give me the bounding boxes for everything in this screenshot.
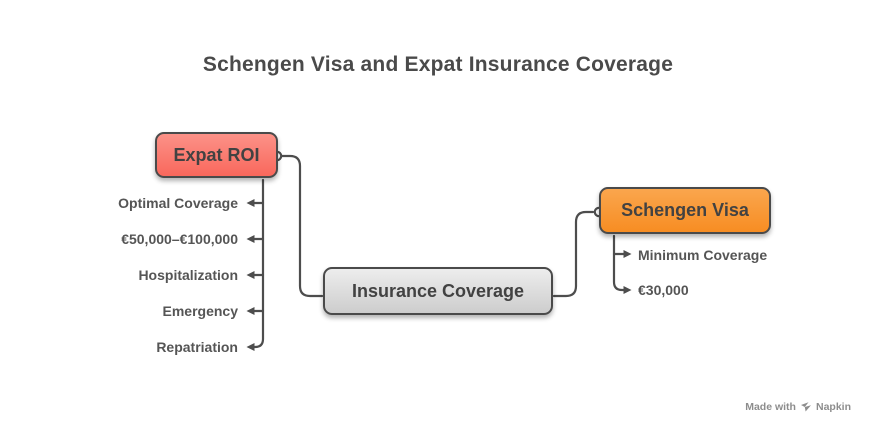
node-schengen-visa[interactable]: Schengen Visa <box>599 187 771 234</box>
node-insurance-coverage-label: Insurance Coverage <box>351 280 525 301</box>
edge-insurance-to-schengen <box>552 210 595 298</box>
edge-expat-children-spine <box>253 178 265 349</box>
edge-schengen-children-spine <box>612 234 625 292</box>
arrowhead-repatriation <box>246 343 255 351</box>
napkin-watermark[interactable]: Made with Napkin <box>745 401 851 413</box>
node-schengen-visa-label: Schengen Visa <box>621 200 749 220</box>
edge-expat-to-insurance <box>279 154 324 298</box>
arrowhead-amount-range <box>246 235 255 243</box>
leaf-emergency: Emergency <box>162 303 238 319</box>
diagram-title: Schengen Visa and Expat Insurance Covera… <box>202 53 674 76</box>
leaf-minimum-coverage: Minimum Coverage <box>638 247 768 263</box>
leaf-optimal-coverage: Optimal Coverage <box>118 195 238 211</box>
arrowhead-optimal-coverage <box>246 199 255 207</box>
arrowhead-hospitalization <box>246 271 255 279</box>
leaf-coverage-amount-range: €50,000–€100,000 <box>121 231 238 247</box>
arrowhead-emergency <box>246 307 255 315</box>
leaf-repatriation: Repatriation <box>156 339 238 355</box>
arrowhead-min-amount <box>623 286 632 294</box>
node-expat-roi-label: Expat ROI <box>173 144 260 165</box>
arrowhead-minimum-coverage <box>623 250 632 258</box>
leaf-minimum-amount: €30,000 <box>638 282 689 298</box>
watermark-brand: Napkin <box>815 401 851 413</box>
napkin-logo-icon <box>800 401 812 413</box>
watermark-prefix: Made with <box>745 401 796 413</box>
leaf-hospitalization: Hospitalization <box>138 267 238 283</box>
node-expat-roi[interactable]: Expat ROI <box>155 132 278 178</box>
node-insurance-coverage[interactable]: Insurance Coverage <box>323 267 553 315</box>
